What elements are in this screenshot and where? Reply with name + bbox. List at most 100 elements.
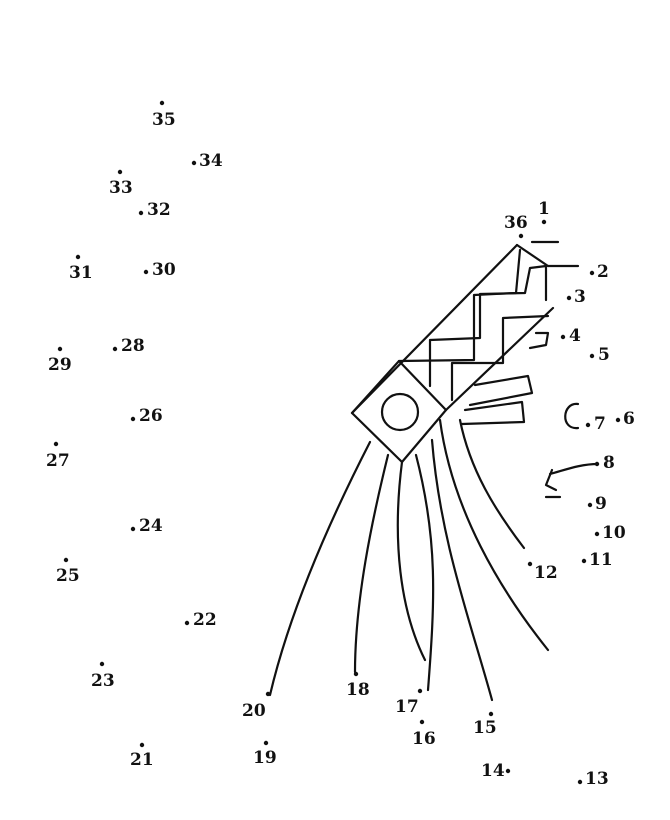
dot-17[interactable]: 17 [395,688,423,717]
dot-7[interactable]: 7 [585,414,606,434]
dot-marker [53,441,59,447]
streamer-4 [414,453,435,692]
dot-26[interactable]: 26 [130,406,163,426]
dot-label: 31 [69,263,93,283]
dot-label: 3 [574,287,586,307]
dot-label: 18 [346,680,370,700]
dot-label: 23 [91,671,115,691]
dot-6[interactable]: 6 [615,409,635,429]
streamer-6 [438,418,550,652]
dot-12[interactable]: 12 [527,561,558,583]
dot-marker [184,620,190,626]
dot-marker [505,768,511,774]
dot-marker [488,711,494,717]
dot-22[interactable]: 22 [184,610,217,630]
dot-label: 22 [193,610,217,630]
dot-10[interactable]: 10 [594,523,626,543]
zigzag-1 [397,248,522,363]
dot-label: 11 [589,550,613,570]
dot-marker [75,254,81,260]
dot-marker [143,269,149,275]
dot-label: 1 [538,199,550,219]
dot-marker [589,270,595,276]
dot-label: 20 [242,701,266,721]
dot-18[interactable]: 18 [346,671,370,700]
dot-marker [560,334,566,340]
dot-marker [581,558,587,564]
dot-29[interactable]: 29 [48,346,72,375]
mark-near-7 [564,402,580,430]
dot-23[interactable]: 23 [91,661,115,691]
dot-16[interactable]: 16 [412,719,436,749]
dot-11[interactable]: 11 [581,550,613,570]
fin-upper [468,374,534,407]
dot-marker [419,719,425,725]
dot-5[interactable]: 5 [589,345,610,365]
dot-2[interactable]: 2 [589,262,609,282]
dot-8[interactable]: 8 [594,453,615,473]
streamer-3 [396,460,427,662]
dot-label: 32 [147,200,171,220]
dot-35[interactable]: 35 [152,100,176,130]
dot-marker [541,219,547,225]
dot-marker [138,210,144,216]
dot-marker [353,671,359,677]
dot-25[interactable]: 25 [56,557,80,586]
dot-label: 17 [395,697,419,717]
zigzag-3 [450,314,550,402]
dot-label: 4 [569,326,581,346]
dot-label: 30 [152,260,176,280]
dot-13[interactable]: 13 [577,769,609,789]
streamer-7 [458,418,526,550]
dot-1[interactable]: 1 [538,199,550,225]
dot-label: 29 [48,355,72,375]
dot-marker [518,233,524,239]
streamer-2 [353,453,390,674]
dot-27[interactable]: 27 [46,441,70,471]
dot-marker [577,779,583,785]
dot-34[interactable]: 34 [191,151,223,171]
dot-32[interactable]: 32 [138,200,171,220]
dot-31[interactable]: 31 [69,254,93,283]
mark-near-4 [528,331,550,350]
line-art [268,240,600,702]
dot-label: 14 [481,761,505,781]
dot-28[interactable]: 28 [112,336,145,356]
dot-label: 19 [253,748,277,768]
dot-label: 25 [56,566,80,586]
dot-4[interactable]: 4 [560,326,581,346]
dot-30[interactable]: 30 [143,260,176,280]
numbered-dots: 1 2 3 4 5 6 7 8 9 10 11 12 13 14 15 16 1… [46,100,635,789]
dot-marker [585,422,591,428]
dot-20[interactable]: 20 [242,691,271,721]
dot-24[interactable]: 24 [130,516,163,536]
dot-marker [130,416,136,422]
dot-33[interactable]: 33 [109,169,133,198]
dot-36[interactable]: 36 [504,213,528,239]
streamer-5 [430,438,494,702]
dot-label: 24 [139,516,163,536]
dot-label: 36 [504,213,528,233]
dot-label: 6 [623,409,635,429]
dot-label: 28 [121,336,145,356]
streamer-1 [268,440,372,697]
dot-label: 27 [46,451,70,471]
dot-3[interactable]: 3 [566,287,586,307]
dot-marker [527,561,533,567]
dot-marker [99,661,105,667]
dot-14[interactable]: 14 [481,761,511,781]
dot-marker [112,346,118,352]
dot-label: 26 [139,406,163,426]
dot-15[interactable]: 15 [473,711,497,738]
dot-9[interactable]: 9 [587,494,607,514]
dot-21[interactable]: 21 [130,742,154,770]
dot-label: 33 [109,178,133,198]
dot-label: 12 [534,563,558,583]
dot-19[interactable]: 19 [253,740,277,768]
dot-label: 7 [594,414,606,434]
dot-marker [417,688,423,694]
dot-marker [63,557,69,563]
dot-label: 8 [603,453,615,473]
dot-label: 13 [585,769,609,789]
